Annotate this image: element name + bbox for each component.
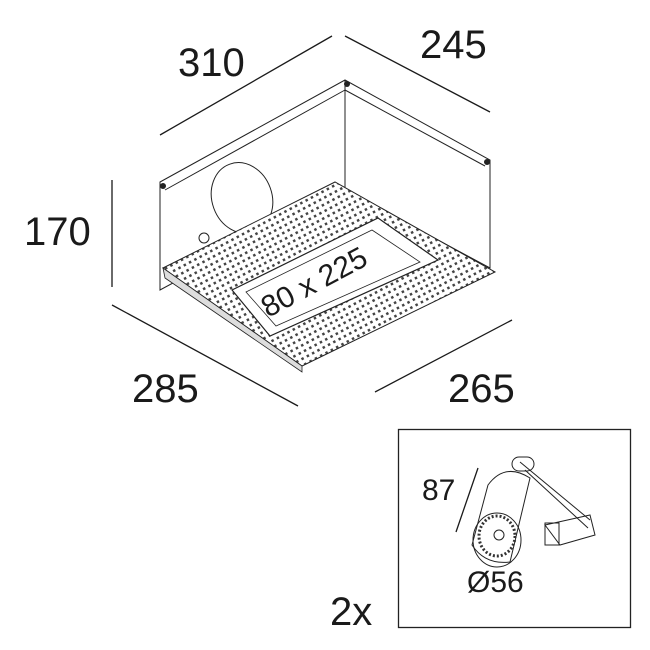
quantity-label: 2x [330, 590, 372, 634]
dimension-line-87 [455, 467, 479, 533]
dim-170: 170 [24, 210, 91, 254]
dimension-line-310 [159, 35, 333, 136]
spotlight-illustration [471, 456, 596, 568]
dim-285: 285 [132, 367, 199, 411]
recessed-housing: 80 x 225 [159, 79, 497, 373]
dim-diameter: Ø56 [467, 566, 524, 599]
inset-frame [397, 428, 632, 629]
dim-87: 87 [422, 474, 455, 507]
dim-245: 245 [420, 23, 487, 67]
dim-265: 265 [448, 367, 515, 411]
dim-310: 310 [178, 41, 245, 85]
dimension-line-285 [111, 304, 299, 407]
dimension-line-245 [344, 35, 491, 113]
dimension-line-265 [374, 319, 513, 393]
